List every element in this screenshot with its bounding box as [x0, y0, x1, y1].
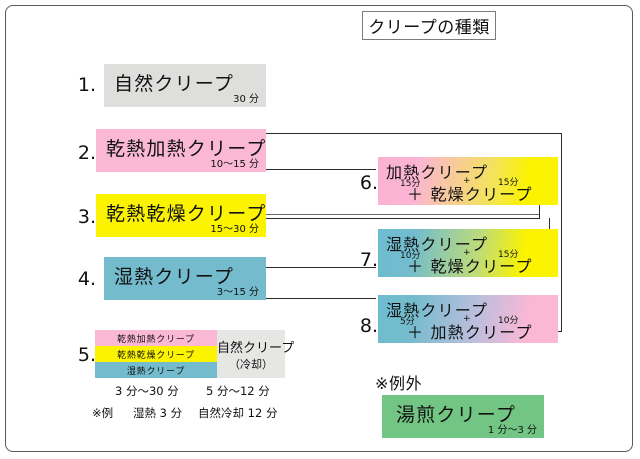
- combo-plus-sign: +: [463, 176, 471, 186]
- combo-time-2: 10分: [498, 316, 519, 326]
- box-combo-heating-plus-drying: 加熱クリープ 15分 + 15分 ＋ 乾燥クリープ: [378, 157, 558, 205]
- outer-frame: [5, 5, 633, 452]
- combo-time-1: 15分: [400, 179, 421, 189]
- stack-bar-dry-heat-drying: 乾熱乾燥クリープ: [95, 346, 217, 362]
- box-time: 3〜15 分: [216, 287, 259, 298]
- combo-time-1: 5分: [400, 317, 415, 327]
- combo-plus-sign: +: [463, 248, 471, 258]
- page-title: クリープの種類: [362, 11, 496, 40]
- box-time: 15〜30 分: [210, 224, 259, 235]
- item-number-8: 8.: [359, 315, 378, 337]
- item-number-7: 7.: [359, 249, 378, 271]
- item-number-1: 1.: [77, 74, 96, 96]
- item5-time-left: 3 分〜30 分: [115, 384, 179, 398]
- combo-time-1: 10分: [400, 251, 421, 261]
- box-combo-moistheat-plus-drying: 湿熱クリープ 10分 + 15分 ＋ 乾燥クリープ: [378, 229, 558, 277]
- box-label: 乾熱乾燥クリープ: [106, 203, 267, 225]
- combo-line-2: ＋ 乾燥クリープ: [407, 257, 533, 276]
- box-label: 湯煎クリープ: [396, 404, 517, 426]
- box-time: 10〜15 分: [210, 159, 259, 170]
- connector-line-2-top: [266, 133, 562, 134]
- stack-bar-moist-heat: 湿熱クリープ: [95, 362, 217, 378]
- box-label: 乾熱加熱クリープ: [106, 138, 267, 160]
- combo-time-2: 15分: [498, 178, 519, 188]
- connector-6-return-down: [539, 205, 540, 218]
- stack-bar-label: 湿熱クリープ: [126, 366, 186, 377]
- box-time: 30 分: [233, 94, 259, 105]
- box-double-boiler-creep: 湯煎クリープ 1 分〜3 分: [382, 395, 544, 438]
- combo-line-2: ＋ 乾燥クリープ: [407, 185, 533, 204]
- combo-line-1: 湿熱クリープ: [386, 235, 489, 254]
- connector-line-4-to-7: [266, 267, 376, 268]
- item-number-4: 4.: [77, 268, 96, 290]
- stack-bar-label: 乾熱加熱クリープ: [117, 334, 195, 345]
- connector-line-3-lower: [266, 218, 540, 219]
- stack-bar-dry-heat-heating: 乾熱加熱クリープ: [95, 330, 217, 346]
- box-natural-creep-cooling: 自然クリープ （冷却）: [217, 330, 295, 378]
- cooling-label: 自然クリープ: [217, 341, 295, 356]
- combo-line-1: 湿熱クリープ: [386, 301, 489, 320]
- box-natural-creep: 自然クリープ 30 分: [104, 64, 266, 107]
- item5-example-left: 湿熱 3 分: [133, 406, 183, 420]
- box-label: 湿熱クリープ: [114, 266, 235, 288]
- connector-line-4-to-8: [266, 298, 376, 299]
- connector-rail-right-outer: [561, 133, 562, 332]
- connector-line-2-to-6: [266, 169, 376, 170]
- combo-plus-sign: +: [463, 314, 471, 324]
- box-time: 1 分〜3 分: [487, 425, 537, 436]
- stack-bar-label: 乾熱乾燥クリープ: [117, 350, 195, 361]
- item-number-5: 5.: [77, 344, 96, 366]
- cooling-sublabel: （冷却）: [229, 358, 273, 371]
- item5-example-marker: ※例: [92, 406, 114, 420]
- item-number-2: 2.: [77, 142, 96, 164]
- item5-stack: 乾熱加熱クリープ 乾熱乾燥クリープ 湿熱クリープ 自然クリープ （冷却）: [95, 330, 295, 378]
- connector-line-3-upper: [266, 214, 540, 215]
- item-number-6: 6.: [359, 172, 378, 194]
- box-label: 自然クリープ: [114, 73, 235, 95]
- box-moist-heat-creep: 湿熱クリープ 3〜15 分: [104, 257, 266, 300]
- item-number-3: 3.: [77, 206, 96, 228]
- exception-label: ※例外: [375, 374, 423, 393]
- item5-time-right: 5 分〜12 分: [206, 384, 270, 398]
- box-combo-moistheat-plus-heating: 湿熱クリープ 5分 + 10分 ＋ 加熱クリープ: [378, 295, 558, 343]
- box-dry-heat-drying-creep: 乾熱乾燥クリープ 15〜30 分: [96, 194, 266, 237]
- item5-example-right: 自然冷却 12 分: [198, 406, 278, 420]
- box-dry-heat-heating-creep: 乾熱加熱クリープ 10〜15 分: [96, 129, 266, 172]
- combo-time-2: 15分: [498, 250, 519, 260]
- combo-line-2: ＋ 加熱クリープ: [407, 323, 533, 342]
- combo-line-1: 加熱クリープ: [386, 163, 489, 182]
